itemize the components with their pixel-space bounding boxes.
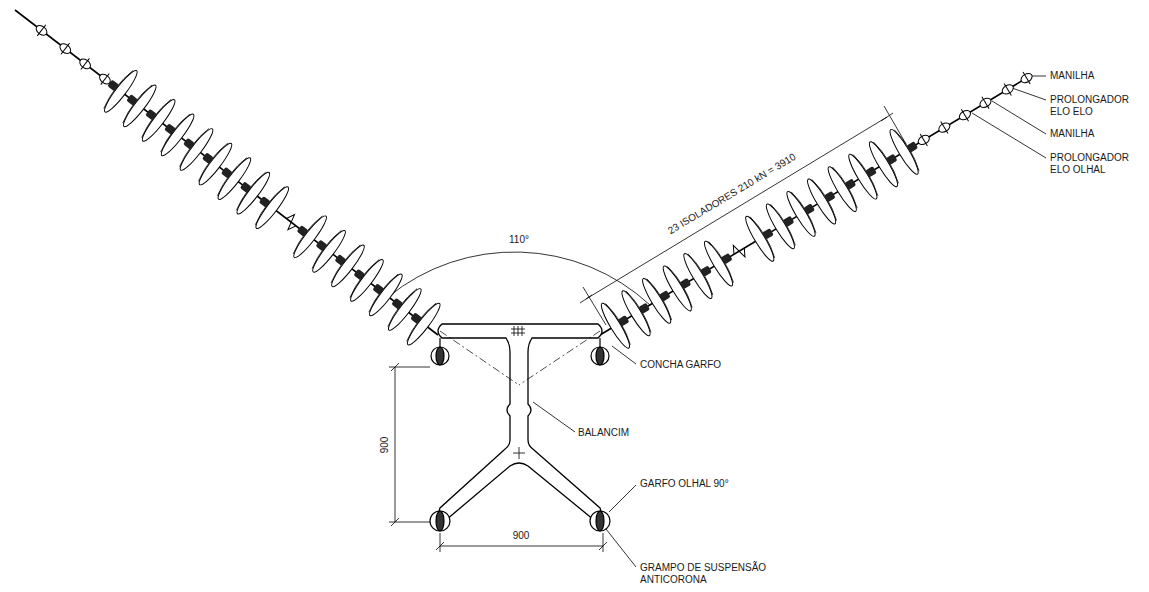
insulator-disc bbox=[886, 122, 929, 176]
hardware-fitting bbox=[56, 39, 74, 57]
suspension-clamp bbox=[430, 511, 610, 531]
dimension-label: 900 bbox=[513, 530, 530, 542]
left-string-axis bbox=[15, 10, 438, 335]
hardware-fitting bbox=[956, 106, 974, 124]
angle-label: 110° bbox=[509, 234, 529, 246]
hardware-fitting bbox=[915, 131, 933, 149]
dimension-label: 23 ISOLADORES 210 kN = 3910 bbox=[666, 151, 798, 237]
hardware-label: MANILHA bbox=[1050, 70, 1094, 82]
insulator-disc bbox=[701, 234, 744, 288]
break-mark bbox=[730, 241, 749, 261]
right-string-axis bbox=[600, 76, 1030, 335]
yoke bbox=[438, 324, 602, 520]
hardware-label: PROLONGADOR ELO ELO bbox=[1050, 94, 1128, 118]
string-dimension bbox=[580, 106, 906, 325]
socket-clevis bbox=[431, 338, 609, 365]
dimension-label: 900 bbox=[379, 437, 391, 454]
angle-arc bbox=[388, 252, 650, 305]
construction-lines bbox=[440, 331, 600, 385]
vertical-dimension bbox=[389, 363, 430, 526]
hardware-fitting bbox=[1018, 69, 1036, 87]
insulator-disc bbox=[283, 208, 330, 261]
hardware-label: MANILHA bbox=[1050, 128, 1094, 140]
hardware-fitting bbox=[999, 80, 1017, 98]
hardware-label: GARFO OLHAL 90° bbox=[640, 478, 729, 490]
leader-lines bbox=[533, 76, 1046, 567]
hardware-label: BALANCIM bbox=[578, 427, 629, 439]
hardware-fitting bbox=[32, 21, 50, 39]
break-mark bbox=[282, 212, 301, 232]
insulator-disc bbox=[94, 62, 141, 115]
hardware-fitting bbox=[96, 70, 114, 88]
hardware-fitting bbox=[977, 94, 995, 112]
hardware-fitting bbox=[936, 118, 954, 136]
hardware-fitting bbox=[76, 55, 94, 73]
hardware-label: PROLONGADOR ELO OLHAL bbox=[1050, 152, 1134, 176]
hardware-label: GRAMPO DE SUSPENSÃO ANTICORONA bbox=[640, 562, 772, 586]
hardware-label: CONCHA GARFO bbox=[640, 359, 721, 371]
